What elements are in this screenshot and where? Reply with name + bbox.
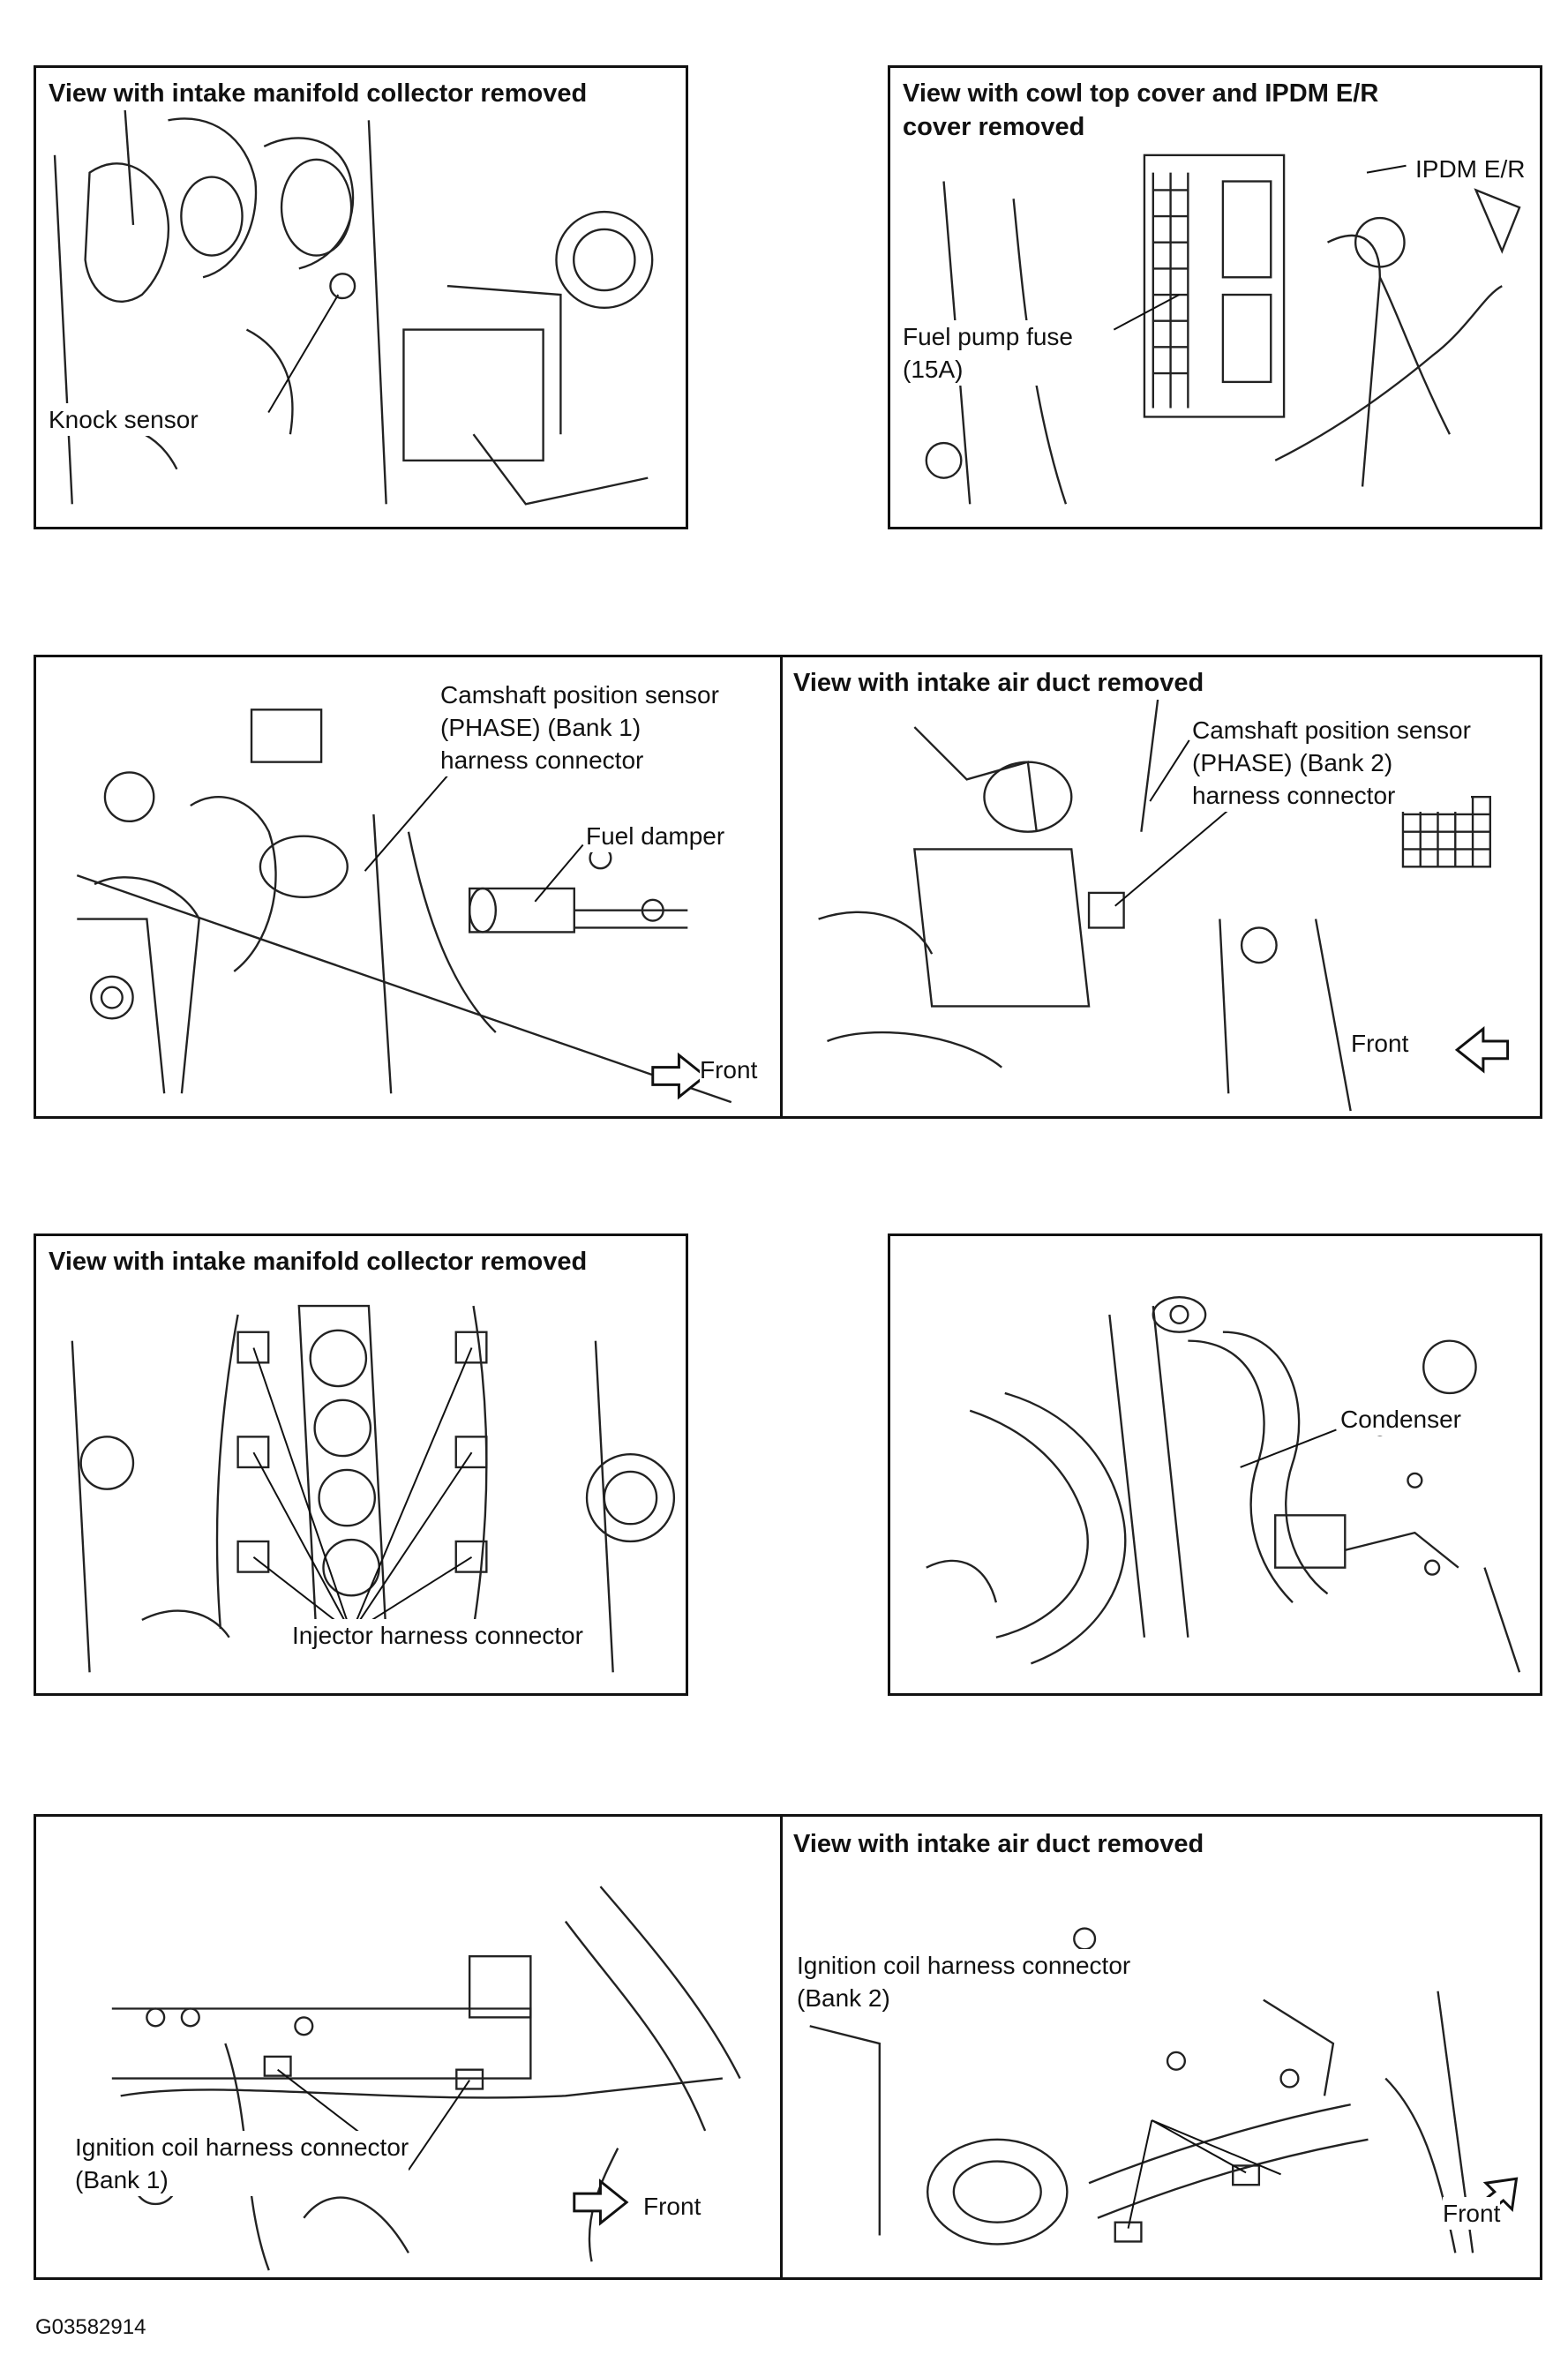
- fuel-damper-label: Fuel damper: [586, 820, 725, 852]
- panel-title: View with intake air duct removed: [793, 1827, 1204, 1861]
- panel-title: View with intake manifold collector remo…: [49, 1245, 588, 1278]
- knock-sensor-label: Knock sensor: [49, 403, 199, 436]
- camshaft-sensor-bank1-label: Camshaft position sensor (PHASE) (Bank 1…: [440, 679, 719, 776]
- knock-sensor-view-panel: View with intake manifold collector remo…: [34, 65, 688, 529]
- front-label: Front: [1443, 2197, 1501, 2230]
- panel-title: View with cowl top cover and IPDM E/R co…: [903, 77, 1379, 144]
- camshaft-sensor-bank2-label: Camshaft position sensor (PHASE) (Bank 2…: [1192, 714, 1471, 812]
- camshaft-line-art: [76, 692, 1510, 1112]
- condenser-line-art: [926, 1296, 1521, 1673]
- ignition-coil-bank1-label: Ignition coil harness connector (Bank 1): [75, 2131, 409, 2196]
- front-label: Front: [643, 2190, 701, 2223]
- condenser-view-panel: Condenser: [888, 1233, 1542, 1696]
- camshaft-sensor-panel: Camshaft position sensor (PHASE) (Bank 1…: [34, 655, 1542, 1119]
- injector-view-panel: View with intake manifold collector remo…: [34, 1233, 688, 1696]
- ignition-coil-bank2-label: Ignition coil harness connector (Bank 2): [797, 1949, 1131, 2014]
- ignition-coil-line-art: [111, 1886, 1519, 2271]
- injector-line-art: [71, 1304, 676, 1673]
- front-label: Front: [700, 1054, 758, 1086]
- panel-title: View with intake air duct removed: [793, 666, 1204, 700]
- panel-title: View with intake manifold collector remo…: [49, 77, 588, 110]
- panel-divider: [780, 657, 783, 1116]
- condenser-label: Condenser: [1340, 1403, 1461, 1436]
- front-label: Front: [1351, 1027, 1409, 1060]
- injector-harness-label: Injector harness connector: [292, 1619, 583, 1652]
- panel-divider: [780, 1817, 783, 2277]
- fuel-pump-fuse-view-panel: View with cowl top cover and IPDM E/R co…: [888, 65, 1542, 529]
- fuel-pump-fuse-label: Fuel pump fuse (15A): [903, 320, 1073, 386]
- ignition-coil-panel: Ignition coil harness connector (Bank 1)…: [34, 1814, 1542, 2280]
- figure-code: G03582914: [35, 2315, 146, 2339]
- ipdm-er-label: IPDM E/R: [1415, 153, 1526, 185]
- engine-line-art: [53, 102, 654, 506]
